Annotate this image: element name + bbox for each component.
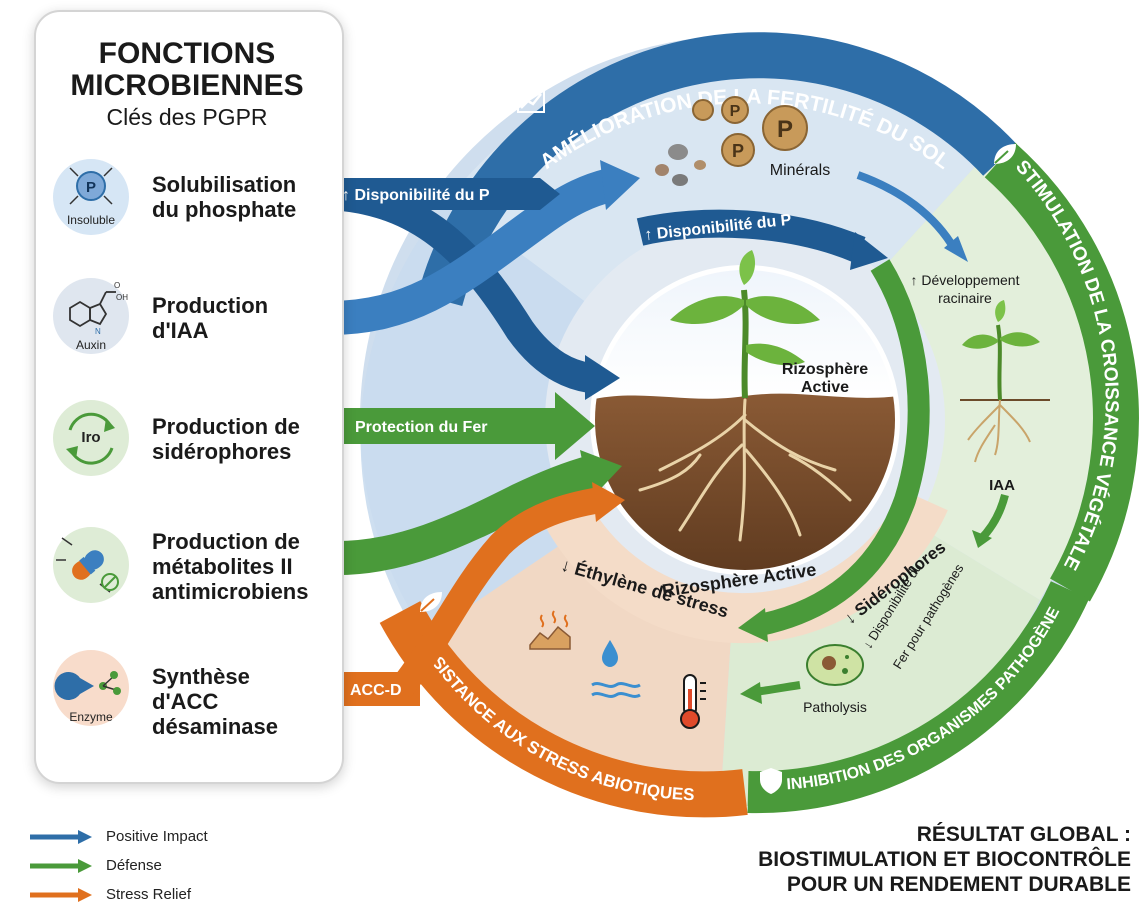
minerals-cluster: P P P bbox=[655, 96, 808, 186]
function-acc-deaminase: Synthèse d'ACC désaminase bbox=[152, 664, 332, 739]
inner-green-arrow-body bbox=[757, 259, 930, 636]
svg-text:O: O bbox=[114, 281, 120, 290]
indole-molecule-icon: O OH N bbox=[53, 278, 129, 354]
growth-chart-icon bbox=[517, 89, 545, 113]
svg-text:N: N bbox=[95, 327, 101, 336]
rhizosphere-label-top-line1: Rizosphère bbox=[782, 361, 868, 378]
global-result: RÉSULTAT GLOBAL : BIOSTIMULATION ET BIOC… bbox=[758, 822, 1131, 897]
root-development-line1: ↑ Développement bbox=[911, 272, 1020, 288]
minerals-arrow bbox=[856, 171, 959, 253]
phosphate-icon-label: Insoluble bbox=[66, 213, 116, 227]
enzyme-pacman-icon bbox=[53, 650, 129, 726]
legend-label: Positive Impact bbox=[106, 828, 208, 845]
function-line: Production de bbox=[152, 529, 300, 554]
iaa-arrow-big bbox=[329, 160, 640, 335]
function-line: Solubilisation bbox=[152, 172, 297, 197]
water-icon bbox=[591, 640, 641, 698]
iaa-arrow-head bbox=[972, 530, 992, 548]
function-line: antimicrobiens bbox=[152, 579, 309, 604]
leaf-icon bbox=[994, 144, 1016, 164]
function-line: sidérophores bbox=[152, 439, 292, 464]
rhizosphere-label-top-line2: Active bbox=[801, 379, 849, 396]
panel-title-line2: MICROBIENNES bbox=[70, 69, 304, 102]
patholysis-arrow-head bbox=[740, 682, 762, 704]
segment-bottom-right-band bbox=[747, 581, 1090, 814]
root-development-line2: racinaire bbox=[938, 290, 992, 306]
svg-text:OH: OH bbox=[116, 293, 128, 302]
svg-text:P: P bbox=[777, 116, 793, 143]
function-line: métabolites II bbox=[152, 554, 293, 579]
function-siderophore-production: Production de sidérophores bbox=[152, 414, 332, 464]
result-line2: BIOSTIMULATION ET BIOCONTRÔLE bbox=[758, 848, 1131, 871]
arrow-right-icon bbox=[30, 829, 92, 844]
acc-d-arrow bbox=[330, 482, 625, 706]
minerals-arrow-head bbox=[944, 236, 968, 262]
soil bbox=[595, 393, 895, 570]
patholysis-label: Patholysis bbox=[803, 699, 867, 715]
function-icons: P O OH N bbox=[53, 159, 129, 726]
svg-text:P: P bbox=[732, 141, 744, 161]
svg-text:P: P bbox=[730, 103, 741, 120]
panel-subtitle: Clés des PGPR bbox=[106, 104, 268, 130]
legend-item-defense: Défense bbox=[30, 851, 208, 880]
p-availability-label: ↑ Disponibilité du P bbox=[342, 187, 490, 204]
pathogen-cell-icon bbox=[806, 644, 864, 686]
phosphate-icon: P bbox=[53, 159, 129, 235]
auxin-icon-label: Auxin bbox=[75, 338, 107, 352]
drought-icon bbox=[529, 610, 571, 650]
leaf-icon bbox=[420, 592, 442, 612]
arrow-right-icon bbox=[30, 858, 92, 873]
function-line: Synthèse bbox=[152, 664, 250, 689]
iron-icon-label: Iro bbox=[81, 429, 101, 446]
small-plant-icon bbox=[960, 300, 1050, 463]
legend-label: Stress Relief bbox=[106, 886, 192, 903]
segment-right-band bbox=[984, 142, 1139, 602]
legend: Positive Impact Défense Stress Relief bbox=[30, 822, 208, 909]
function-line: Production de bbox=[152, 414, 300, 439]
p-availability-banner bbox=[330, 178, 540, 210]
inner-blue-arrow-head bbox=[850, 232, 888, 270]
inner-green-arrow-head bbox=[738, 608, 768, 642]
plant-roots bbox=[638, 398, 852, 542]
iron-cycle-icon bbox=[53, 400, 129, 476]
legend-item-stress-relief: Stress Relief bbox=[30, 880, 208, 909]
function-line: d'ACC bbox=[152, 689, 219, 714]
panel-title: FONCTIONS MICROBIENNES bbox=[36, 38, 338, 102]
panel-title-line1: FONCTIONS bbox=[98, 37, 276, 70]
shield-icon bbox=[760, 768, 782, 794]
function-antimicrobial-metabolites: Production de métabolites II antimicrobi… bbox=[152, 529, 332, 604]
iaa-label: IAA bbox=[989, 477, 1015, 494]
function-line: Production bbox=[152, 293, 269, 318]
metabolites-arrow bbox=[329, 450, 622, 576]
legend-item-positive-impact: Positive Impact bbox=[30, 822, 208, 851]
function-line: désaminase bbox=[152, 714, 278, 739]
result-line1: RÉSULTAT GLOBAL : bbox=[916, 823, 1131, 846]
function-iaa-production: Production d'IAA bbox=[152, 293, 332, 343]
arrow-right-icon bbox=[30, 887, 92, 902]
result-line3: POUR UN RENDEMENT DURABLE bbox=[786, 873, 1131, 896]
function-line: du phosphate bbox=[152, 197, 297, 222]
function-line: d'IAA bbox=[152, 318, 209, 343]
enzyme-icon-label: Enzyme bbox=[69, 710, 113, 724]
legend-label: Défense bbox=[106, 857, 162, 874]
acc-d-label: ACC-D bbox=[350, 682, 402, 699]
inner-blue-arrow-body bbox=[636, 209, 866, 263]
seedling bbox=[670, 250, 820, 399]
iron-protection-label: Protection du Fer bbox=[355, 419, 487, 436]
function-phosphate-solubilization: Solubilisation du phosphate bbox=[152, 172, 332, 222]
minerals-label: Minérals bbox=[770, 162, 830, 179]
thermometer-icon bbox=[680, 674, 706, 729]
antimicrobial-capsule-icon bbox=[53, 527, 129, 603]
svg-text:P: P bbox=[86, 179, 96, 196]
iron-protection-arrow bbox=[330, 392, 595, 460]
